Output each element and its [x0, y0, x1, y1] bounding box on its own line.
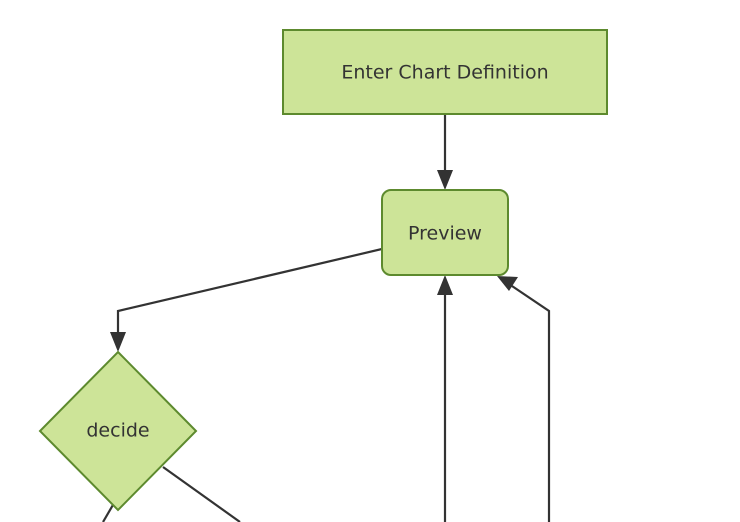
node-label-preview: Preview	[408, 223, 482, 245]
arrow-head-icon	[437, 275, 453, 295]
arrow-head-icon	[110, 332, 126, 352]
node-preview[interactable]: Preview	[381, 189, 509, 276]
node-enter-chart-definition[interactable]: Enter Chart Definition	[282, 29, 608, 115]
arrow-head-icon	[437, 170, 453, 190]
node-label-enter-chart-definition: Enter Chart Definition	[341, 62, 548, 84]
arrow-head-icon	[497, 276, 518, 291]
node-shape-rectangle	[282, 29, 608, 115]
edge-preview-to-decide	[110, 247, 383, 352]
node-shape-diamond	[38, 350, 198, 512]
node-label-decide: decide	[86, 420, 149, 442]
node-shape-rounded-rectangle	[381, 189, 509, 276]
node-decide[interactable]: decide	[38, 350, 198, 512]
edge-bottom-right-to-preview	[497, 276, 551, 522]
edge-decide-bottom-right	[162, 466, 241, 522]
edge-enter-to-preview	[437, 114, 453, 190]
edge-bottom-center-to-preview	[437, 275, 453, 522]
